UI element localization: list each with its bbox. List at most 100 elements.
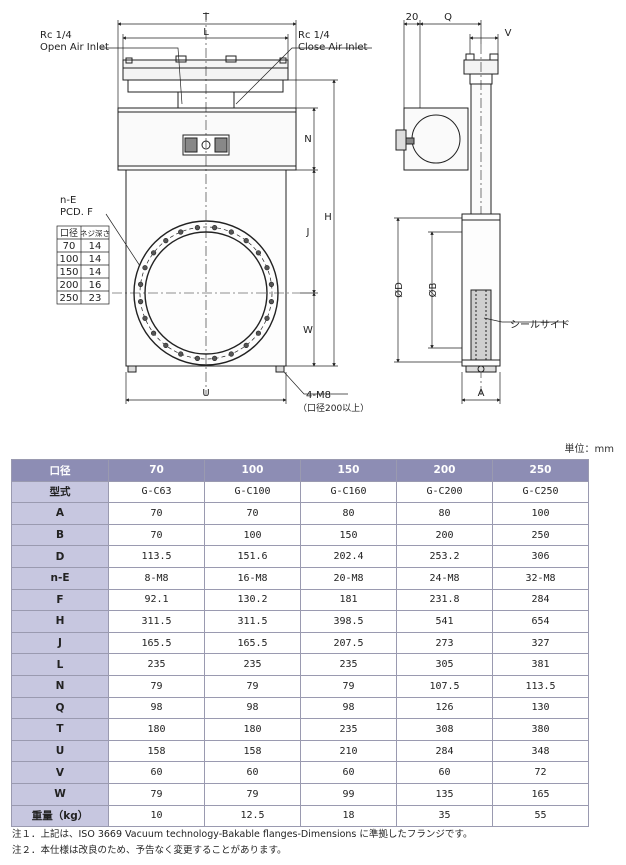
table-cell: 210	[300, 739, 397, 763]
table-cell: 10	[108, 804, 205, 828]
bolt-hole	[138, 281, 144, 288]
table-cell: 98	[300, 696, 397, 720]
bolt-hole	[151, 330, 157, 336]
bolt-hole	[163, 342, 169, 349]
table-cell: G-C63	[108, 480, 205, 504]
table-cell: 158	[108, 739, 205, 763]
dim-u-label: U	[202, 388, 209, 399]
row-label: H	[11, 610, 109, 633]
table-cell: 20-M8	[300, 566, 397, 590]
pcd-label: PCD. F	[60, 207, 93, 218]
bolt-hole	[264, 315, 270, 321]
table-cell: 348	[492, 739, 589, 763]
table-cell: 327	[492, 631, 589, 655]
bolt-hole	[268, 299, 275, 305]
table-cell: 80	[300, 502, 397, 525]
mini-cell: 250	[59, 293, 78, 304]
table-cell: 107.5	[396, 674, 493, 698]
table-cell: 113.5	[108, 545, 205, 568]
bolt-hole	[138, 299, 144, 305]
table-cell: 150	[300, 523, 397, 547]
dim-v-label: V	[505, 28, 512, 39]
table-cell: 311.5	[204, 610, 301, 633]
table-cell: 24-M8	[396, 566, 493, 590]
side-view	[395, 44, 501, 395]
table-cell: 98	[204, 696, 301, 720]
table-cell: G-C250	[492, 480, 589, 504]
table-cell: 79	[300, 674, 397, 698]
table-cell: 235	[300, 653, 397, 676]
table-cell: 79	[204, 674, 301, 698]
mini-cell: 100	[59, 254, 78, 265]
table-cell: 207.5	[300, 631, 397, 655]
mini-cell: 23	[89, 293, 102, 304]
table-cell: 130	[492, 696, 589, 720]
row-label: 重量（kg）	[11, 804, 109, 828]
table-cell: 99	[300, 782, 397, 806]
table-cell: 60	[108, 761, 205, 784]
table-cell: 113.5	[492, 674, 589, 698]
table-cell: 72	[492, 761, 589, 784]
front-view	[112, 12, 300, 395]
table-cell: 70	[108, 523, 205, 547]
bolt-hole	[255, 330, 262, 336]
table-cell: 305	[396, 653, 493, 676]
close-air-inlet-label: Close Air Inlet	[298, 42, 368, 53]
table-cell: 151.6	[204, 545, 301, 568]
mini-cell: 150	[59, 267, 78, 278]
mini-cell: 70	[63, 241, 76, 252]
table-cell: 92.1	[108, 588, 205, 612]
technical-drawing: T L U N J W H Rc 1/4 Open Air Inlet Rc 1…	[40, 12, 570, 414]
header-size: 100	[204, 459, 301, 482]
front-dimensions	[100, 20, 372, 404]
header-size: 70	[108, 459, 205, 482]
ne-label: n-E	[60, 195, 76, 206]
row-label: T	[11, 718, 109, 741]
table-cell: 135	[396, 782, 493, 806]
table-cell: 235	[204, 653, 301, 676]
table-cell: 253.2	[396, 545, 493, 568]
table-cell: 231.8	[396, 588, 493, 612]
table-cell: 16-M8	[204, 566, 301, 590]
note-2: 注２．本仕様は改良のため、予告なく変更することがあります。	[12, 845, 287, 856]
dim-n-label: N	[304, 134, 311, 145]
table-cell: 541	[396, 610, 493, 633]
bolt-hole	[151, 250, 157, 256]
table-cell: 8-M8	[108, 566, 205, 590]
footnotes: 注１．上記は、ISO 3669 Vacuum technology-Bakabl…	[12, 827, 472, 859]
bolt-hole	[212, 225, 218, 231]
table-cell: 60	[204, 761, 301, 784]
unit-label: 単位：mm	[564, 444, 614, 455]
row-label: A	[11, 502, 109, 525]
dim-a-label: A	[478, 388, 485, 399]
header-size: 250	[492, 459, 589, 482]
table-cell: 158	[204, 739, 301, 763]
row-label: V	[11, 761, 109, 784]
bolt-hole	[178, 351, 184, 357]
row-label: U	[11, 739, 109, 763]
bolt-note: （口径200以上）	[298, 402, 369, 414]
table-cell: 70	[204, 502, 301, 525]
table-cell: 12.5	[204, 804, 301, 828]
bolt-hole	[228, 351, 234, 357]
table-cell: 200	[396, 523, 493, 547]
dim-d-label: ØD	[393, 282, 405, 298]
table-cell: 60	[396, 761, 493, 784]
table-cell: 250	[492, 523, 589, 547]
mini-cell: 16	[89, 280, 102, 291]
table-cell: 100	[204, 523, 301, 547]
table-cell: 284	[396, 739, 493, 763]
table-cell: 273	[396, 631, 493, 655]
table-cell: 284	[492, 588, 589, 612]
table-cell: 100	[492, 502, 589, 525]
table-cell: 311.5	[108, 610, 205, 633]
row-label: n-E	[11, 566, 109, 590]
table-cell: 98	[108, 696, 205, 720]
